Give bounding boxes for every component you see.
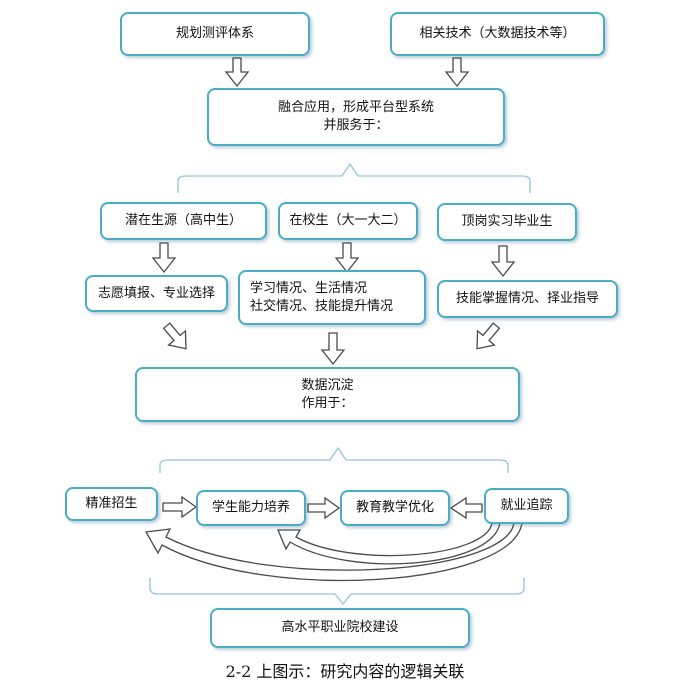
box-precise-enrollment: 精准招生 [65, 487, 158, 521]
logic-flow-diagram: 规划测评体系 相关技术（大数据技术等） 融合应用，形成平台型系统 并服务于： 潜… [65, 12, 618, 648]
arrow-tracking-to-optimization [449, 496, 483, 520]
arrow-application-to-data [162, 322, 187, 350]
box-in-school-students: 在校生（大一大二） [278, 202, 418, 240]
label-learning-line1: 学习情况、生活情况 [250, 280, 368, 296]
arrow-tech-to-platform [444, 57, 470, 88]
figure-caption: 2-2 上图示：研究内容的逻辑关联 [225, 662, 465, 681]
label-teaching-optimization: 教育教学优化 [355, 500, 434, 515]
box-ability-training: 学生能力培养 [196, 490, 306, 526]
label-precise-enrollment: 精准招生 [85, 496, 138, 511]
curve-arrow-tracking-to-enrollment [144, 522, 523, 582]
arrow-training-to-optimization [307, 496, 341, 520]
label-ability-training: 学生能力培养 [211, 500, 290, 515]
label-related-technology: 相关技术（大数据技术等） [419, 26, 576, 41]
arrow-inschool-to-learning [334, 242, 360, 274]
box-skills-employment: 技能掌握情况、择业指导 [437, 280, 618, 318]
brace-platform-targets [177, 162, 531, 193]
arrow-potential-to-application [151, 242, 177, 274]
box-teaching-optimization: 教育教学优化 [340, 490, 450, 526]
label-platform-line1: 融合应用，形成平台型系统 [277, 100, 434, 115]
box-platform-system: 融合应用，形成平台型系统 并服务于： [207, 88, 505, 146]
curve-arrow-tracking-to-training [277, 522, 501, 565]
box-employment-tracking: 就业追踪 [484, 488, 569, 524]
label-intern-graduates: 顶岗实习毕业生 [461, 214, 553, 229]
label-high-level-college: 高水平职业院校建设 [281, 620, 399, 635]
label-in-school-students: 在校生（大一大二） [289, 213, 407, 228]
label-potential-students: 潜在生源（高中生） [124, 213, 242, 228]
arrow-interns-to-skills [490, 245, 516, 278]
arrow-enrollment-to-training [162, 495, 198, 519]
label-planning-evaluation: 规划测评体系 [175, 26, 254, 41]
box-learning-status: 学习情况、生活情况 社交情况、技能提升情况 [238, 270, 426, 325]
arrow-skills-to-data [476, 322, 501, 350]
label-learning-line2: 社交情况、技能提升情况 [250, 298, 394, 314]
box-data-deposit: 数据沉淀 作用于： [135, 367, 520, 422]
label-application-choice: 志愿填报、专业选择 [97, 285, 215, 301]
label-employment-tracking: 就业追踪 [500, 498, 553, 513]
brace-results [149, 578, 525, 606]
label-data-line2: 作用于： [301, 395, 354, 411]
arrow-planning-to-platform [224, 57, 250, 88]
box-application-choice: 志愿填报、专业选择 [85, 275, 228, 312]
box-intern-graduates: 顶岗实习毕业生 [437, 203, 577, 241]
label-platform-line2: 并服务于： [323, 118, 389, 133]
box-planning-evaluation: 规划测评体系 [120, 12, 310, 56]
box-related-technology: 相关技术（大数据技术等） [390, 12, 605, 56]
box-high-level-college: 高水平职业院校建设 [210, 608, 470, 648]
arrow-learning-to-data [320, 332, 346, 366]
brace-data-targets [159, 446, 509, 473]
connector-layer [144, 57, 531, 606]
label-skills-employment: 技能掌握情况、择业指导 [455, 291, 599, 306]
box-potential-students: 潜在生源（高中生） [100, 202, 267, 240]
label-data-line1: 数据沉淀 [301, 377, 354, 393]
